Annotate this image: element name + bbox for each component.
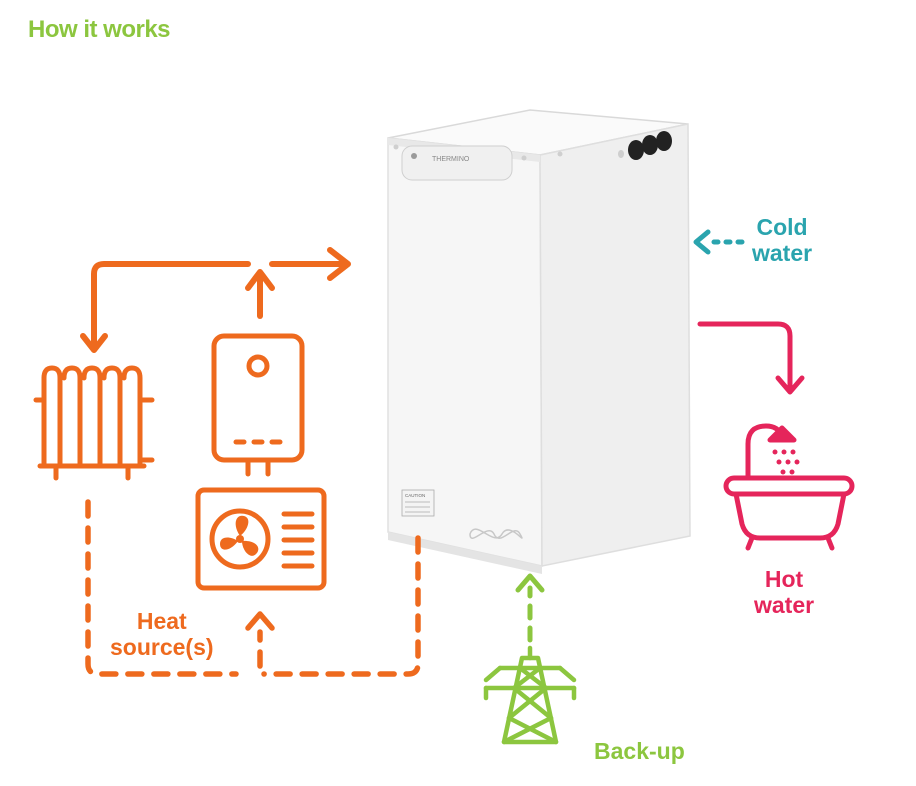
heat-pump-icon [195, 487, 327, 591]
thermal-battery-unit: THERMINO CAUTION [387, 109, 691, 574]
fan-blades [220, 515, 259, 556]
cold-water-label-line2: water [752, 240, 813, 266]
heat-source-label-line2: source(s) [110, 634, 214, 660]
hot-water-label: Hot water [754, 566, 814, 618]
hot-water-label-line1: Hot [764, 566, 804, 592]
heat-source-label: Heat source(s) [110, 608, 214, 660]
pylon-icon [483, 645, 577, 745]
caution-sticker: CAUTION [401, 489, 435, 517]
hot-water-label-line2: water [754, 592, 815, 618]
backup-label: Back-up [594, 738, 685, 764]
caution-text: CAUTION [405, 493, 425, 498]
cold-water-label: Cold water [752, 214, 812, 266]
unit-brand-text: THERMINO [432, 156, 470, 163]
radiator-icon [33, 365, 155, 481]
heating-return-dashed [85, 499, 421, 677]
hot-water-arrow [697, 321, 805, 395]
backup-arrow [515, 573, 545, 643]
pipe-connectors [618, 131, 672, 160]
heat-source-label-line1: Heat [136, 608, 187, 634]
shower-drops [772, 449, 800, 475]
cold-water-label-line1: Cold [756, 214, 808, 240]
heat-source-return-arrow [245, 611, 275, 631]
boiler-icon [211, 333, 305, 477]
infinity-icon [469, 528, 523, 539]
heating-circuit-arrows [80, 247, 351, 353]
cold-water-arrow [693, 229, 747, 255]
page-title: How it works [28, 16, 171, 43]
bathtub-shower-icon [723, 423, 855, 551]
